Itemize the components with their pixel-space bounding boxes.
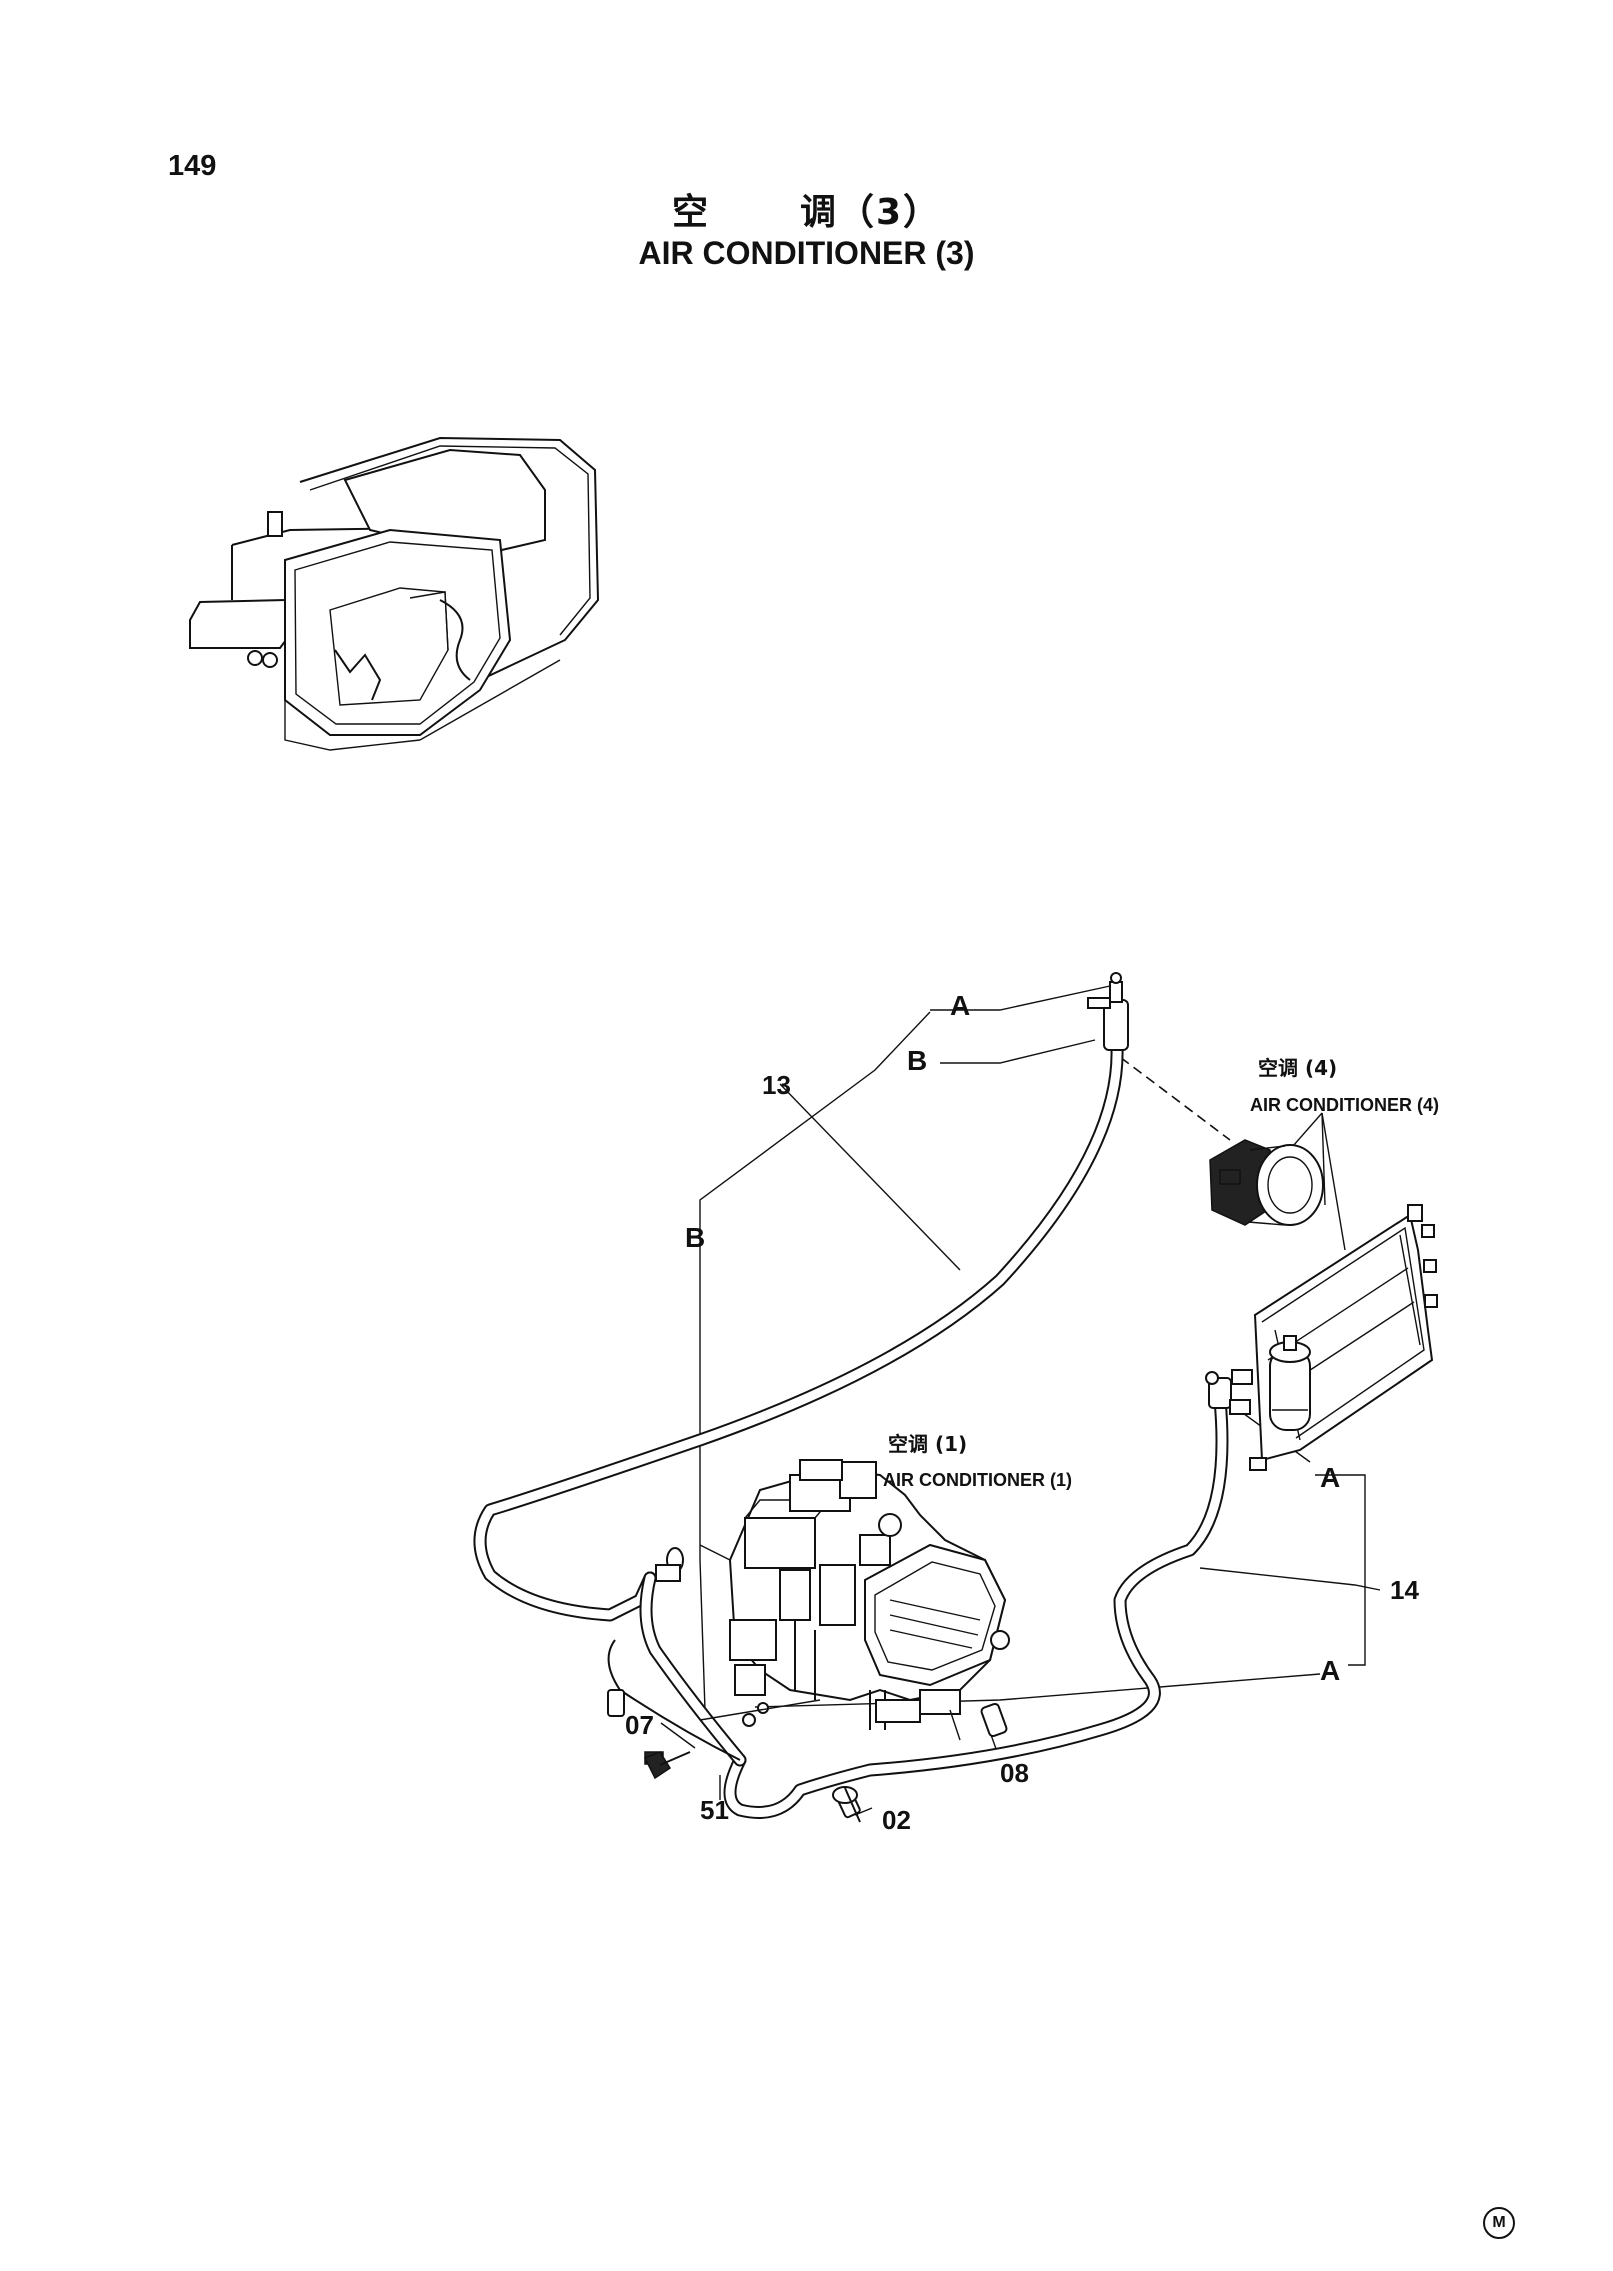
ref-ac4-cn: 空调 (4) [1258, 1056, 1338, 1080]
callout-b-left: B [685, 1222, 706, 1253]
condenser-unit [1229, 1204, 1438, 1471]
hvac-unit [699, 1459, 1010, 1741]
ref-ac1-en: AIR CONDITIONER (1) [883, 1470, 1072, 1490]
hose-14 [723, 1371, 1232, 1819]
callout-a-mid: A [1320, 1462, 1341, 1493]
callout-a-top: A [950, 990, 971, 1021]
title-cn-right: 调（3） [799, 192, 942, 233]
page-number: 149 [168, 150, 217, 182]
callout-part-13: 13 [762, 1070, 791, 1100]
ref-ac1-cn: 空调 (1) [888, 1432, 968, 1456]
bolt-07 [643, 1751, 691, 1780]
callout-part-02: 02 [882, 1805, 911, 1835]
ref-ac4-en: AIR CONDITIONER (4) [1250, 1095, 1439, 1115]
compressor-unit [1209, 1139, 1324, 1226]
page-title-english: AIR CONDITIONER (3) [638, 235, 975, 271]
corner-m-mark: M [1483, 2207, 1515, 2239]
callout-part-07: 07 [625, 1710, 654, 1740]
title-cn-left: 空 [671, 192, 710, 233]
callout-part-08: 08 [1000, 1758, 1029, 1788]
machine-overview-sketch [189, 436, 600, 751]
hose-13 [473, 972, 1129, 1622]
callout-b-top: B [907, 1045, 928, 1076]
callout-part-51: 51 [700, 1795, 729, 1825]
callout-part-14: 14 [1390, 1575, 1419, 1605]
callout-a-low: A [1320, 1655, 1341, 1686]
page-title-chinese: 空 调（3） [0, 183, 1613, 235]
clamp-02 [832, 1786, 861, 1823]
